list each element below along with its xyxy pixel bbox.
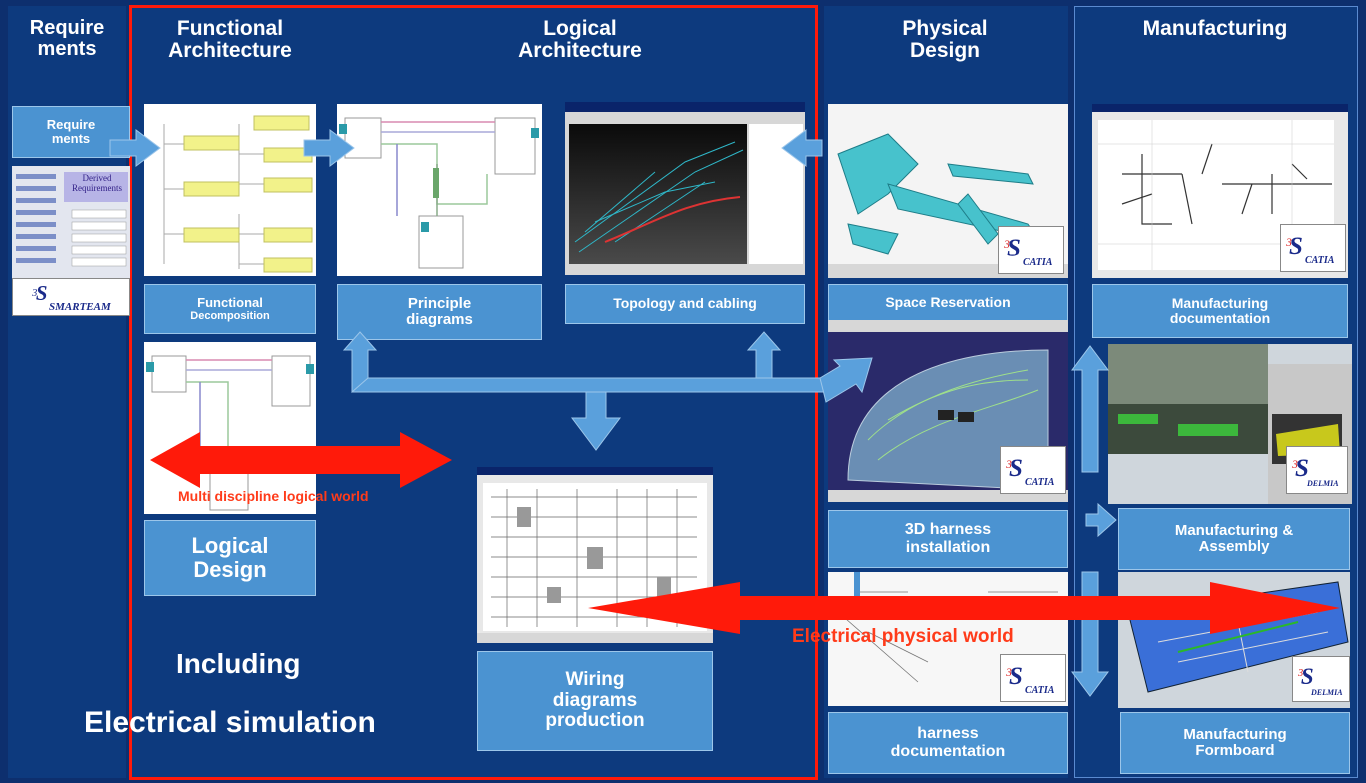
- logical-design-box: Logical Design: [144, 520, 316, 596]
- catia-logo-text-manufacturing: CATIA: [1305, 255, 1335, 266]
- header-manufacturing: Manufacturing: [1142, 17, 1288, 40]
- svg-text:S: S: [1289, 233, 1303, 260]
- svg-text:S: S: [1009, 455, 1023, 482]
- svg-text:S: S: [1009, 663, 1023, 690]
- svg-text:S: S: [1007, 235, 1021, 262]
- principle-diagrams-screenshot: [337, 104, 542, 276]
- delmia-logo-text-assembly: DELMIA: [1307, 479, 1339, 488]
- svg-text:3: 3: [31, 288, 37, 299]
- derived-requirements-screenshot: Derived Requirements: [12, 166, 130, 278]
- header-logical-architecture: Logical Architecture: [518, 17, 642, 63]
- label-electrical-physical: Electrical physical world: [792, 626, 1014, 647]
- wiring-diagrams-box: Wiring diagrams production: [477, 651, 713, 751]
- svg-text:3: 3: [1285, 237, 1292, 249]
- catia-logo-text-documentation: CATIA: [1025, 685, 1055, 696]
- functional-decomposition-box: Functional Decomposition: [144, 284, 316, 334]
- svg-text:3: 3: [1005, 667, 1012, 679]
- svg-text:3: 3: [1291, 459, 1298, 471]
- logical-world-frame: [129, 5, 818, 780]
- smarteam-logo-text: SMARTEAM: [49, 301, 111, 313]
- functional-decomposition-line1: Functional: [197, 294, 263, 310]
- manufacturing-documentation-box: Manufacturing documentation: [1092, 284, 1348, 338]
- principle-diagrams-box: Principle diagrams: [337, 284, 542, 340]
- derived-requirements-title: Derived Requirements: [72, 173, 122, 193]
- catia-logo-text-harness: CATIA: [1025, 477, 1055, 488]
- header-requirements: Require ments: [29, 17, 105, 60]
- functional-decomposition-screenshot: [144, 104, 316, 276]
- topology-cabling-box: Topology and cabling: [565, 284, 805, 324]
- label-multi-discipline: Multi discipline logical world: [178, 488, 369, 504]
- harness-documentation-box: harness documentation: [828, 712, 1068, 774]
- requirements-box: Require ments: [12, 106, 130, 158]
- header-physical-design: Physical Design: [902, 17, 988, 63]
- smarteam-logo: S 3 SMARTEAM: [12, 278, 130, 316]
- functional-decomposition-line2: Decomposition: [190, 310, 270, 323]
- svg-text:S: S: [1301, 664, 1314, 689]
- svg-text:S: S: [36, 281, 48, 305]
- svg-text:3: 3: [1003, 239, 1010, 251]
- delmia-logo-text-formboard: DELMIA: [1311, 688, 1343, 697]
- header-functional-architecture: Functional Architecture: [168, 17, 292, 63]
- svg-text:3: 3: [1005, 459, 1012, 471]
- manufacturing-assembly-box: Manufacturing & Assembly: [1118, 508, 1350, 570]
- catia-logo-text-space: CATIA: [1023, 257, 1053, 268]
- space-reservation-box: Space Reservation: [828, 284, 1068, 322]
- label-electrical-simulation: Electrical simulation: [84, 706, 376, 739]
- wiring-diagrams-screenshot: [477, 467, 713, 643]
- topology-cabling-screenshot: [565, 102, 805, 275]
- label-including: Including: [176, 648, 301, 679]
- harness-installation-screenshot: [828, 320, 1068, 502]
- harness-installation-box: 3D harness installation: [828, 510, 1068, 568]
- svg-text:3: 3: [1297, 668, 1303, 679]
- svg-text:S: S: [1295, 455, 1309, 482]
- manufacturing-formboard-box: Manufacturing Formboard: [1120, 712, 1350, 774]
